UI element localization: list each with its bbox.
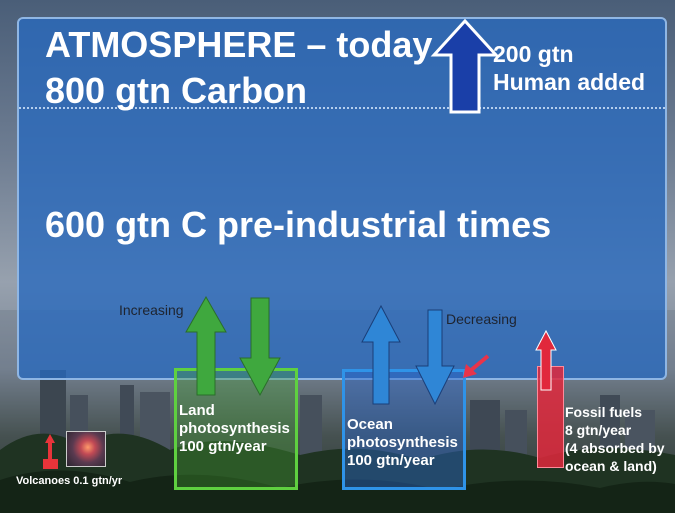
- fossil-label-line3: (4 absorbed by: [565, 440, 665, 456]
- human-added-label: 200 gtn Human added: [493, 40, 645, 96]
- preindustrial-divider: [19, 107, 665, 109]
- decreasing-pointer-arrow-icon: [468, 354, 490, 373]
- atmosphere-title: ATMOSPHERE – today: [45, 24, 433, 65]
- land-label-line2: photosynthesis: [179, 420, 290, 437]
- preindustrial-label: 600 gtn C pre-industrial times: [45, 204, 552, 245]
- human-added-arrow-icon: [430, 18, 500, 114]
- ocean-label-line3: 100 gtn/year: [347, 452, 435, 469]
- ocean-upward-arrow-icon: [361, 304, 401, 405]
- fossil-label-line1: Fossil fuels: [565, 404, 643, 420]
- volcano-bar: [43, 459, 58, 469]
- fossil-fuels-arrow-icon: [535, 329, 557, 391]
- volcanoes-label: Volcanoes 0.1 gtn/yr: [16, 475, 123, 487]
- fossil-fuels-label: Fossil fuels 8 gtn/year (4 absorbed by o…: [565, 403, 665, 475]
- ocean-label-line2: photosynthesis: [347, 434, 458, 451]
- current-carbon-label: 800 gtn Carbon: [45, 70, 308, 111]
- ocean-label-line1: Ocean: [347, 416, 393, 433]
- land-upward-arrow-icon: [185, 295, 227, 396]
- human-added-text: Human added: [493, 69, 646, 95]
- ocean-photosynthesis-box: [342, 369, 466, 490]
- ocean-trend-label: Decreasing: [446, 311, 517, 327]
- land-trend-label: Increasing: [119, 302, 184, 318]
- land-label-line1: Land: [179, 402, 215, 419]
- volcano-arrow-icon: [45, 434, 55, 460]
- fossil-label-line2: 8 gtn/year: [565, 422, 632, 438]
- volcano-photo: [66, 431, 106, 467]
- land-label-line3: 100 gtn/year: [179, 438, 267, 455]
- land-photosynthesis-box: [174, 368, 298, 490]
- human-added-amount: 200 gtn: [493, 41, 574, 67]
- ocean-downward-arrow-icon: [415, 309, 455, 406]
- ocean-photosynthesis-label: Ocean photosynthesis 100 gtn/year: [347, 416, 458, 470]
- fossil-label-line4: ocean & land): [565, 458, 657, 474]
- land-photosynthesis-label: Land photosynthesis 100 gtn/year: [179, 402, 290, 456]
- land-downward-arrow-icon: [239, 297, 281, 397]
